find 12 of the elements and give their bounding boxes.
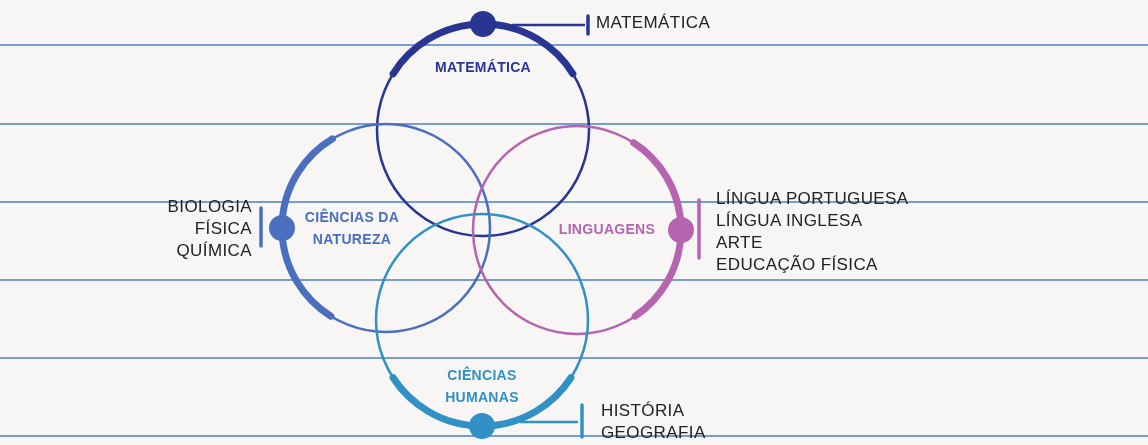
- subject-label: QUÍMICA: [176, 240, 252, 262]
- circle-label: LINGUAGENS: [557, 220, 657, 239]
- subject-label: EDUCAÇÃO FÍSICA: [716, 254, 878, 276]
- subject-label: MATEMÁTICA: [596, 12, 711, 34]
- circle-label: CIÊNCIAS HUMANAS: [444, 365, 520, 407]
- subject-label: ARTE: [716, 232, 763, 254]
- subject-label: HISTÓRIA: [601, 400, 685, 422]
- subject-label: FÍSICA: [194, 218, 252, 240]
- subject-label: LÍNGUA INGLESA: [716, 210, 863, 232]
- circle-label: CIÊNCIAS DA NATUREZA: [303, 207, 401, 249]
- circle-label: MATEMÁTICA: [433, 58, 533, 77]
- subject-label: BIOLOGIA: [167, 196, 252, 218]
